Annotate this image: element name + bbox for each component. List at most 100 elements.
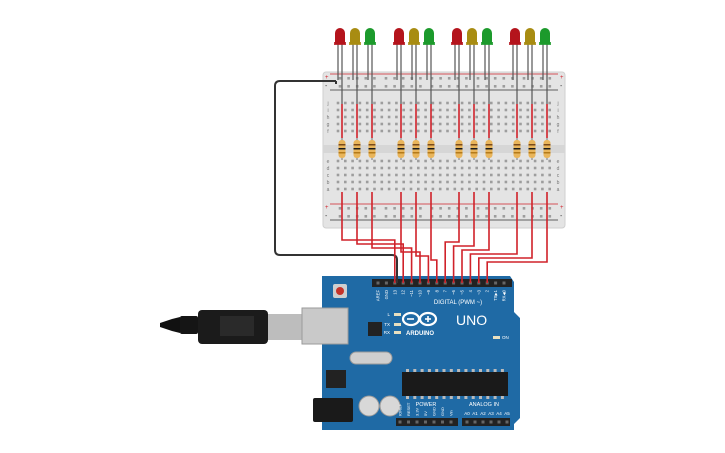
- rail-hole: [338, 77, 342, 80]
- breadboard-hole: [446, 108, 449, 112]
- power-pin-hole[interactable]: [407, 420, 410, 424]
- resistor-band: [470, 152, 478, 154]
- breadboard-hole: [490, 101, 493, 105]
- resistor-band: [485, 152, 493, 154]
- breadboard-hole: [497, 101, 500, 105]
- breadboard-hole: [344, 101, 347, 105]
- arduino-logo-icon: [401, 311, 438, 327]
- breadboard-hole: [482, 173, 486, 177]
- breadboard-hole: [358, 129, 362, 133]
- breadboard-hole: [541, 187, 544, 191]
- breadboard-hole: [453, 159, 457, 163]
- breadboard-hole: [431, 115, 435, 119]
- analog-pin-hole[interactable]: [473, 420, 477, 424]
- power-pin-hole[interactable]: [449, 420, 453, 424]
- breadboard-hole: [482, 129, 486, 133]
- reset-button-cap[interactable]: [336, 287, 344, 295]
- breadboard-hole: [336, 173, 340, 177]
- breadboard-hole: [511, 108, 515, 112]
- breadboard-hole: [446, 166, 449, 170]
- usb-chip: [368, 322, 382, 336]
- breadboard-center-channel: [323, 145, 565, 153]
- breadboard-hole: [358, 101, 362, 105]
- breadboard-hole: [526, 159, 530, 163]
- power-pin-hole[interactable]: [432, 420, 436, 424]
- breadboard-hole: [409, 115, 413, 119]
- breadboard-hole: [365, 180, 369, 184]
- breadboard-hole: [351, 129, 354, 133]
- breadboard-hole: [490, 122, 493, 126]
- chip-pin: [471, 396, 475, 399]
- analog-pin-hole[interactable]: [489, 420, 493, 424]
- breadboard-hole: [431, 173, 435, 177]
- power-pin-hole[interactable]: [441, 420, 444, 424]
- digital-pin-hole[interactable]: [384, 281, 388, 285]
- breadboard-hole: [417, 173, 420, 177]
- row-letter: d: [327, 166, 330, 172]
- chip-pin: [427, 396, 431, 399]
- analog-pin-hole[interactable]: [481, 420, 485, 424]
- breadboard-hole: [373, 115, 376, 119]
- row-letter: i: [557, 108, 558, 114]
- row-letter: e: [557, 159, 560, 165]
- analog-pin-hole[interactable]: [505, 420, 509, 424]
- rail-hole: [456, 85, 460, 88]
- breadboard-hole: [344, 159, 347, 163]
- breadboard-hole: [431, 159, 435, 163]
- rail-hole: [384, 77, 388, 80]
- led-red: [452, 28, 462, 44]
- rail-hole: [401, 207, 405, 210]
- breadboard-hole: [358, 108, 362, 112]
- rail-hole: [401, 77, 405, 80]
- resistor-band: [368, 152, 376, 154]
- breadboard-hole: [468, 180, 471, 184]
- breadboard-hole: [504, 159, 508, 163]
- breadboard-hole: [504, 122, 508, 126]
- breadboard-hole: [475, 115, 478, 119]
- analog-pin-hole[interactable]: [497, 420, 501, 424]
- digital-pin-hole[interactable]: [494, 281, 498, 285]
- row-letter: f: [557, 129, 559, 135]
- power-pin-label: RESET: [406, 402, 411, 416]
- breadboard-hole: [526, 108, 530, 112]
- digital-pin-label: ~6: [451, 289, 456, 294]
- arduino-logo-text: ARDUINO: [406, 331, 434, 337]
- power-pin-label: Vin: [449, 410, 454, 416]
- digital-pin-hole[interactable]: [502, 281, 506, 285]
- row-letter: j: [556, 101, 558, 107]
- digital-pin-hole[interactable]: [376, 281, 380, 285]
- power-pin-hole[interactable]: [398, 420, 402, 424]
- breadboard-hole: [395, 173, 398, 177]
- chip-pin: [449, 396, 453, 399]
- rail-hole: [430, 207, 434, 210]
- rail-hole: [364, 77, 368, 80]
- analog-pin-hole[interactable]: [465, 420, 469, 424]
- resistor-band: [353, 144, 361, 146]
- breadboard-hole: [402, 129, 405, 133]
- breadboard-hole: [482, 122, 486, 126]
- signal-wire: [356, 192, 404, 283]
- power-pin-hole[interactable]: [415, 420, 419, 424]
- rail-hole: [373, 77, 376, 80]
- power-pin-hole[interactable]: [424, 420, 427, 424]
- rail-hole: [338, 85, 342, 88]
- breadboard-hole: [482, 187, 486, 191]
- resistor-band: [427, 152, 435, 154]
- rail-hole: [539, 215, 543, 218]
- rail-hole: [456, 77, 460, 80]
- chip-pin: [442, 396, 446, 399]
- breadboard-hole: [387, 108, 391, 112]
- breadboard-hole: [497, 173, 500, 177]
- breadboard-hole: [541, 159, 544, 163]
- breadboard-hole: [468, 122, 471, 126]
- breadboard-hole: [431, 129, 435, 133]
- breadboard-hole: [395, 115, 398, 119]
- rail-hole: [439, 77, 442, 80]
- breadboard-hole: [460, 115, 464, 119]
- led-rim: [481, 42, 493, 45]
- digital-pin-label: 4: [468, 289, 473, 292]
- digital-pin-label: 7: [443, 289, 448, 292]
- breadboard-hole: [504, 115, 508, 119]
- breadboard-hole: [533, 122, 537, 126]
- resistor-band: [528, 144, 536, 146]
